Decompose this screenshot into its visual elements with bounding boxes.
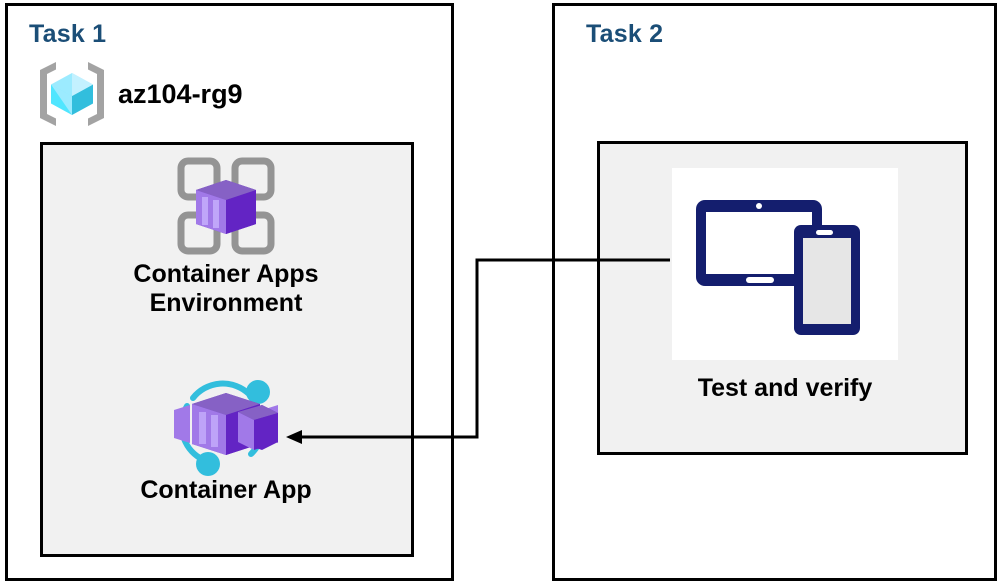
node-test-and-verify: Test and verify — [640, 168, 930, 403]
resource-group-row: az104-rg9 — [36, 58, 243, 130]
node-container-app: Container App — [76, 372, 376, 505]
container-app-icon — [166, 372, 286, 476]
task-1-label: Task 1 — [29, 20, 107, 48]
resource-group-name: az104-rg9 — [118, 78, 243, 109]
node-container-apps-environment: Container Apps Environment — [76, 154, 376, 318]
container-apps-environment-icon — [174, 154, 278, 258]
task-2-label: Task 2 — [586, 20, 664, 48]
azure-resource-group-icon — [36, 58, 108, 130]
devices-tablet-phone-icon — [692, 188, 878, 340]
test-and-verify-icon-background — [672, 168, 898, 360]
node-label-container-apps-environment: Container Apps Environment — [133, 260, 319, 317]
node-label-test-and-verify: Test and verify — [697, 374, 873, 402]
node-label-container-app: Container App — [140, 476, 312, 504]
